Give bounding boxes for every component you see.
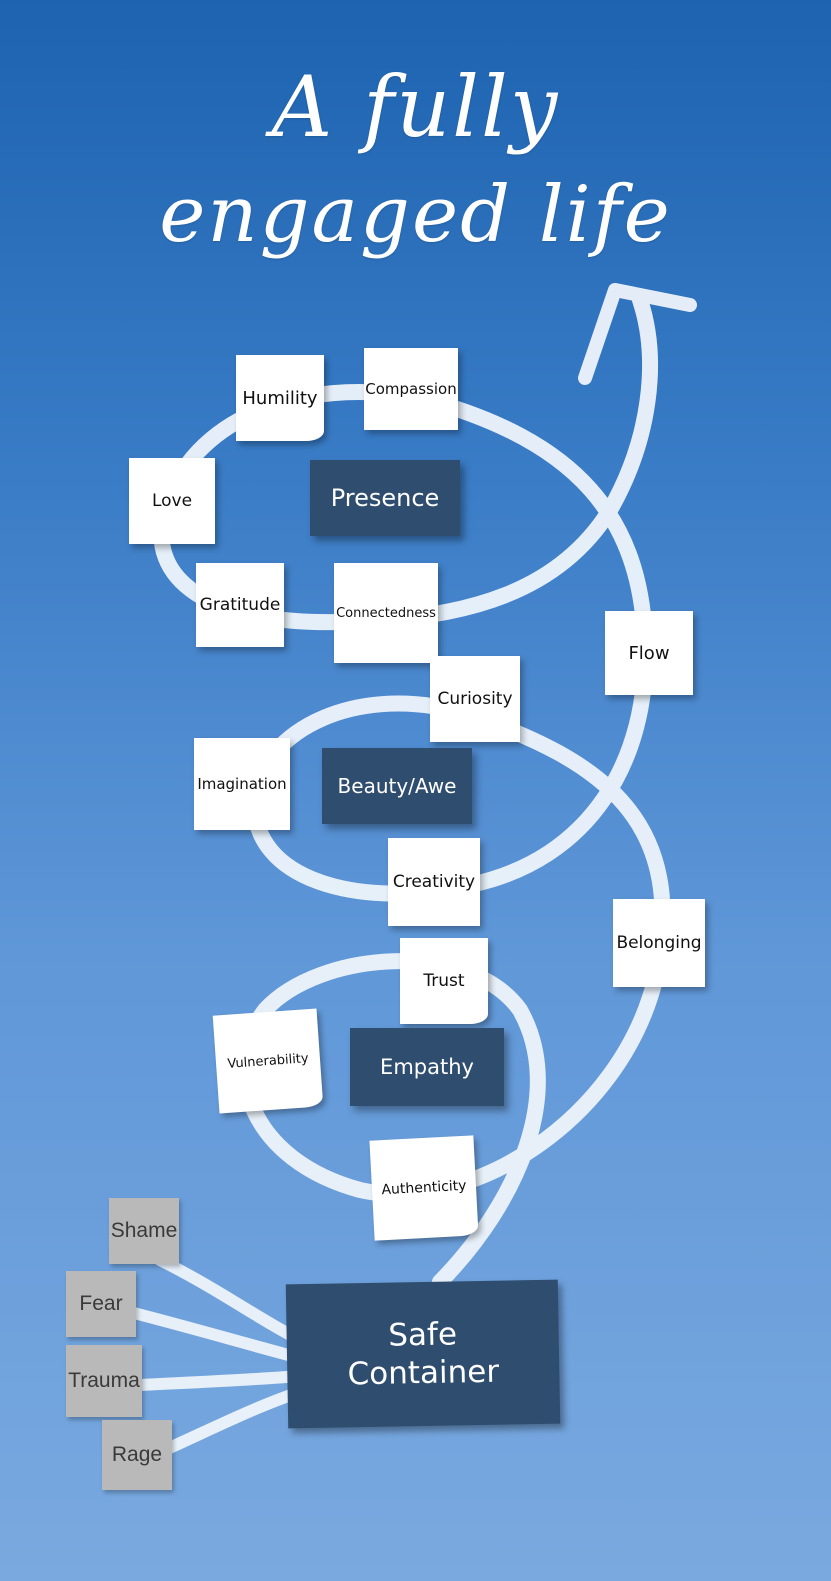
note-creativity: Creativity xyxy=(388,838,480,926)
note-imagination: Imagination xyxy=(194,738,290,830)
note-authenticity: Authenticity xyxy=(369,1135,479,1241)
trauma-connector xyxy=(134,1370,306,1391)
note-belonging: Belonging xyxy=(613,899,705,987)
center-empathy: Empathy xyxy=(350,1028,504,1106)
fear-connector xyxy=(124,1306,306,1364)
note-trust: Trust xyxy=(400,938,488,1024)
safe-container-line-2: Container xyxy=(347,1353,500,1393)
center-presence: Presence xyxy=(310,460,460,536)
negative-rage: Rage xyxy=(102,1420,172,1490)
note-compassion: Compassion xyxy=(364,348,458,430)
note-flow: Flow xyxy=(605,611,693,695)
title-line-1: A fully xyxy=(271,58,560,156)
negative-trauma: Trauma xyxy=(66,1345,142,1417)
note-humility: Humility xyxy=(236,355,324,441)
center-beauty-awe: Beauty/Awe xyxy=(322,748,472,824)
note-love: Love xyxy=(129,458,215,544)
safe-container-line-1: Safe xyxy=(388,1316,458,1354)
note-curiosity: Curiosity xyxy=(430,656,520,742)
arrow-head xyxy=(578,283,697,385)
rage-connector xyxy=(159,1386,306,1456)
negative-shame: Shame xyxy=(109,1198,179,1264)
negative-fear: Fear xyxy=(66,1271,136,1337)
title-line-2: engaged life xyxy=(159,170,672,260)
note-gratitude: Gratitude xyxy=(196,563,284,647)
note-vulnerability: Vulnerability xyxy=(212,1008,324,1114)
note-connectedness: Connectedness xyxy=(334,563,438,663)
safe-container-box: Safe Container xyxy=(285,1279,561,1429)
